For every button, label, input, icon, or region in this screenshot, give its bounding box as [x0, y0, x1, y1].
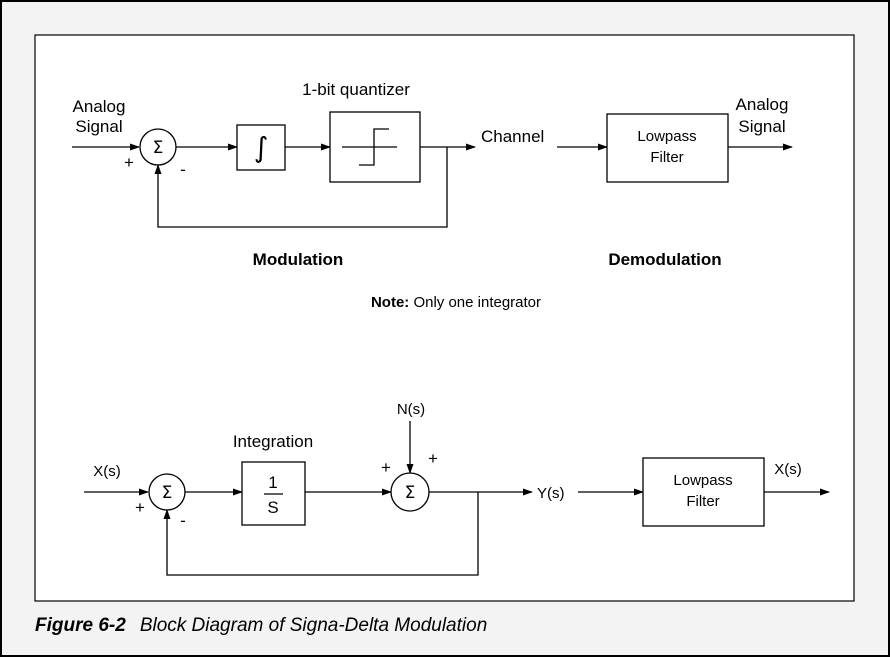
- step-function-icon: [342, 128, 397, 166]
- integrator-numerator: 1: [268, 473, 277, 492]
- plus-sign: +: [124, 153, 134, 172]
- lowpass-filter-block-2: [642, 457, 765, 527]
- plus-sign-2a: +: [381, 458, 391, 477]
- integral-icon: ∫: [254, 131, 269, 164]
- filter-label-line2: Filter: [650, 149, 683, 166]
- output-label-line2: Signal: [738, 117, 785, 136]
- modulation-label: Modulation: [253, 250, 344, 269]
- figure-number: Figure 6-2: [35, 615, 126, 636]
- sigma-icon: Σ: [153, 138, 164, 158]
- modulation-diagram: Analog Signal Σ + - ∫ 1-bit quantizer Ch…: [72, 80, 793, 311]
- quantizer-label: 1-bit quantizer: [302, 80, 410, 99]
- filter2-label-line1: Lowpass: [673, 472, 732, 489]
- input-label-line2: Signal: [75, 117, 122, 136]
- transfer-function-diagram: X(s) Σ + - Integration 1 S N(s) Σ + + Y(…: [84, 401, 830, 576]
- filter-output-xs-label: X(s): [774, 461, 802, 478]
- plus-sign-1: +: [135, 498, 145, 517]
- minus-sign: -: [180, 160, 186, 179]
- output-label-line1: Analog: [736, 95, 789, 114]
- noise-label: N(s): [397, 401, 425, 418]
- sigma-icon-2: Σ: [405, 483, 416, 503]
- plus-sign-2b: +: [428, 449, 438, 468]
- feedback-path-2: [163, 492, 479, 576]
- integrator-denominator: S: [267, 498, 278, 517]
- integration-label: Integration: [233, 432, 313, 451]
- minus-sign-1: -: [180, 511, 186, 530]
- input-xs-label: X(s): [93, 463, 121, 480]
- figure-title: Block Diagram of Signa-Delta Modulation: [140, 615, 487, 636]
- figure-caption: Figure 6-2 Block Diagram of Signa-Delta M…: [35, 615, 487, 636]
- note-text: Note: Only one integrator: [371, 294, 541, 311]
- output-ys-label: Y(s): [537, 485, 565, 502]
- lowpass-filter-block: [606, 113, 729, 183]
- integrator-block: [236, 124, 286, 171]
- filter-label-line1: Lowpass: [637, 128, 696, 145]
- feedback-path: [154, 147, 448, 228]
- filter2-label-line2: Filter: [686, 493, 719, 510]
- sigma-icon-1: Σ: [162, 483, 173, 503]
- note-label: Note:: [371, 294, 409, 311]
- demodulation-label: Demodulation: [608, 250, 721, 269]
- channel-label: Channel: [481, 127, 544, 146]
- note-body: Only one integrator: [409, 294, 541, 311]
- input-label-line1: Analog: [73, 97, 126, 116]
